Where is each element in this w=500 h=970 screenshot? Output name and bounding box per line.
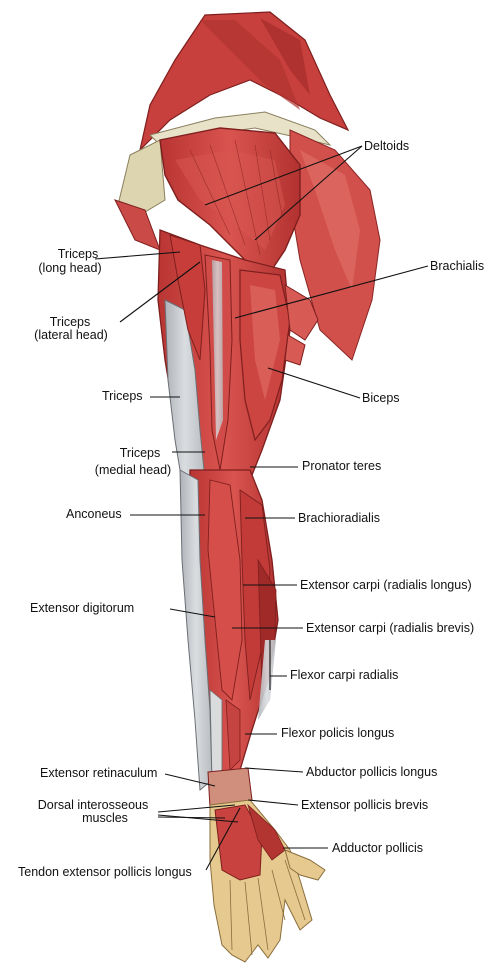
label-anconeus: Anconeus (66, 507, 122, 521)
label-extensor-carpi-radialis-longus: Extensor carpi (radialis longus) (300, 578, 472, 592)
label-deltoids: Deltoids (364, 139, 410, 153)
label-flexor-carpi-radialis: Flexor carpi radialis (290, 668, 399, 682)
label-dorsal-interosseous-line2: muscles (82, 811, 128, 825)
label-extensor-retinaculum: Extensor retinaculum (40, 766, 158, 780)
label-triceps: Triceps (102, 389, 143, 403)
label-brachioradialis: Brachioradialis (298, 511, 380, 525)
label-abductor-pollicis-longus: Abductor pollicis longus (306, 765, 438, 779)
label-flexor-policis-longus: Flexor policis longus (281, 726, 395, 740)
label-brachialis: Brachialis (430, 259, 485, 273)
label-tendon-extensor-pollicis-longus: Tendon extensor pollicis longus (18, 865, 192, 879)
label-extensor-carpi-radialis-brevis: Extensor carpi (radialis brevis) (306, 621, 475, 635)
label-dorsal-interosseous-line1: Dorsal interosseous (37, 798, 149, 812)
label-adductor-pollicis: Adductor pollicis (332, 841, 424, 855)
label-biceps: Biceps (362, 391, 400, 405)
label-triceps-lateral-head-line1: Triceps (49, 315, 91, 329)
label-triceps-long-head-line1: Triceps (57, 247, 99, 261)
label-extensor-digitorum: Extensor digitorum (30, 601, 135, 615)
label-pronator-teres: Pronator teres (302, 459, 382, 473)
label-extensor-pollicis-brevis: Extensor pollicis brevis (301, 798, 429, 812)
leader-lines (94, 145, 429, 871)
label-triceps-long-head-line2: (long head) (38, 261, 102, 275)
label-triceps-medial-head-line2: (medial head) (94, 463, 172, 477)
label-triceps-medial-head-line1: Triceps (119, 446, 161, 460)
label-triceps-lateral-head-line2: (lateral head) (34, 328, 108, 342)
